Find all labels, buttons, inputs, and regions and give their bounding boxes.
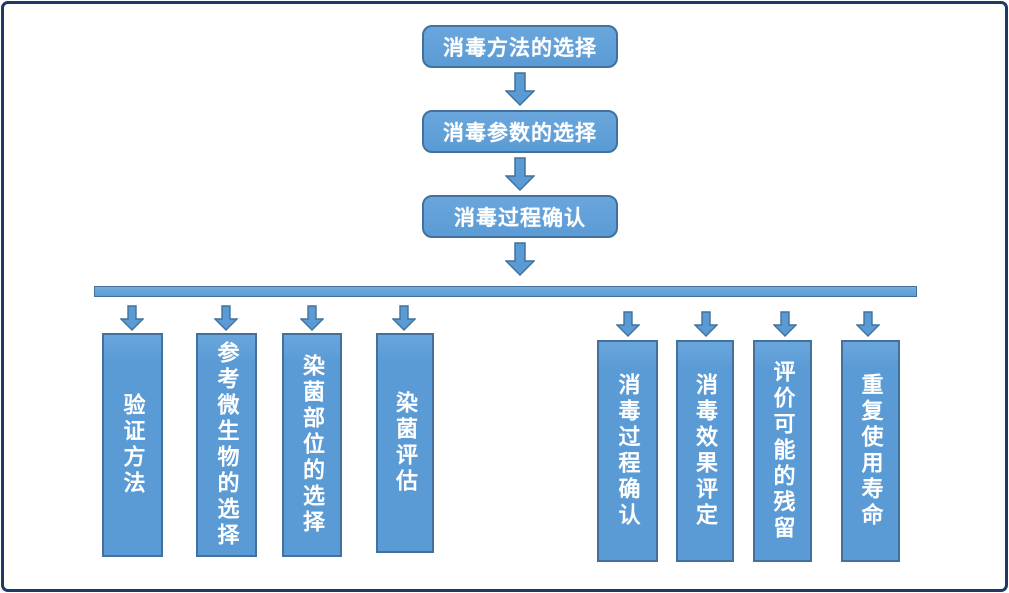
- branch-distribution-bar: [94, 286, 917, 297]
- branch-box-contamination-site-selection: 染菌部位的选择: [282, 333, 342, 557]
- branch-box-contamination-assessment: 染菌评估: [376, 333, 434, 553]
- down-arrow-icon: [505, 157, 535, 191]
- branch-box-disinfection-effect-evaluation: 消毒效果评定: [676, 340, 734, 562]
- branch-label: 消毒效果评定: [693, 373, 718, 529]
- branch-label: 消毒过程确认: [615, 373, 641, 529]
- branch-label: 验证方法: [120, 393, 146, 497]
- branch-box-disinfection-process-confirmation: 消毒过程确认: [597, 340, 658, 562]
- branch-box-reference-microorganism-selection: 参考微生物的选择: [196, 333, 257, 557]
- branch-box-verification-method: 验证方法: [102, 333, 163, 557]
- down-arrow-icon: [392, 305, 416, 331]
- branch-label: 参考微生物的选择: [214, 341, 240, 549]
- down-arrow-icon: [856, 311, 880, 337]
- down-arrow-icon: [505, 72, 535, 106]
- flow-step-process-confirmation: 消毒过程确认: [422, 195, 618, 238]
- branch-label: 评价可能的残留: [770, 360, 796, 542]
- flow-step-label: 消毒方法的选择: [443, 35, 597, 60]
- flow-step-method-selection: 消毒方法的选择: [422, 25, 618, 68]
- branch-box-possible-residue-evaluation: 评价可能的残留: [753, 340, 812, 562]
- branch-label: 重复使用寿命: [858, 373, 884, 529]
- flow-step-parameter-selection: 消毒参数的选择: [422, 110, 618, 153]
- branch-box-reuse-lifetime: 重复使用寿命: [841, 340, 900, 562]
- down-arrow-icon: [694, 311, 718, 337]
- down-arrow-icon: [616, 311, 640, 337]
- down-arrow-icon: [505, 242, 535, 276]
- branch-label: 染菌部位的选择: [300, 354, 325, 536]
- down-arrow-icon: [300, 305, 324, 331]
- flow-step-label: 消毒过程确认: [454, 205, 586, 230]
- down-arrow-icon: [773, 311, 797, 337]
- branch-label: 染菌评估: [393, 391, 418, 495]
- down-arrow-icon: [120, 305, 144, 331]
- flow-step-label: 消毒参数的选择: [443, 120, 597, 145]
- down-arrow-icon: [214, 305, 238, 331]
